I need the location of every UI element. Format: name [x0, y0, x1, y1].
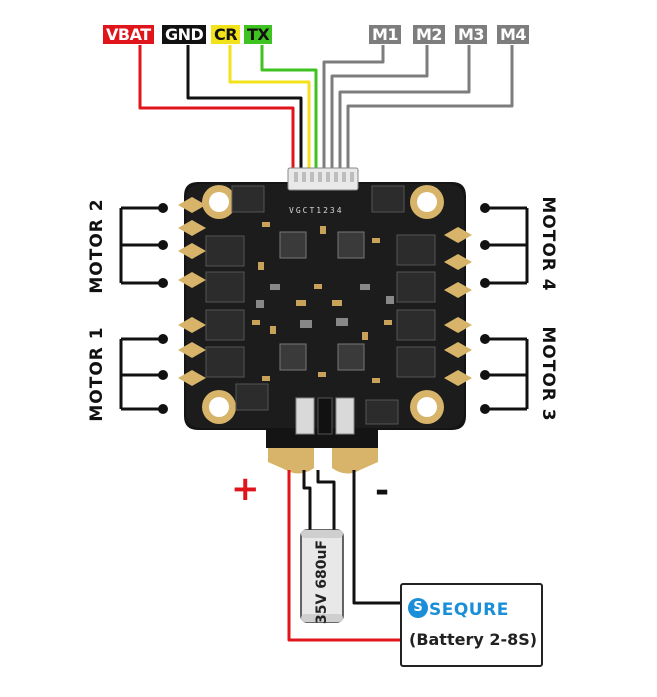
mcu-chips	[279, 231, 365, 371]
mount-hole-tl	[202, 185, 236, 219]
motor3-bracket	[485, 337, 529, 411]
vbat-wire	[138, 45, 295, 168]
negative-lead	[352, 470, 402, 605]
negative-sign: -	[375, 471, 390, 511]
capacitor-label: 35V 680uF	[314, 540, 330, 624]
motor1-dot-1	[158, 334, 168, 344]
motor3-dot-1	[480, 334, 490, 344]
label-tx: TX	[244, 25, 273, 44]
positive-lead	[287, 470, 402, 642]
label-m2: M2	[413, 25, 446, 44]
board-silkscreen: VGCT1234	[289, 206, 344, 215]
sequre-logo-icon: S	[408, 598, 428, 618]
m1-wire	[322, 45, 385, 168]
smd-parts	[256, 284, 394, 328]
m2-wire	[330, 45, 429, 168]
shunt-resistor-3	[317, 397, 333, 435]
label-m1: M1	[369, 25, 402, 44]
label-motor1: MOTOR 1	[87, 326, 107, 422]
motor2-dot-3	[158, 278, 168, 288]
motor1-bracket	[119, 337, 163, 411]
label-m3: M3	[455, 25, 488, 44]
motor3-dot-2	[480, 370, 490, 380]
label-motor4: MOTOR 4	[538, 196, 558, 292]
motor4-bracket	[485, 206, 529, 285]
mount-hole-tr	[410, 185, 444, 219]
mount-hole-bl	[202, 390, 236, 424]
motor2-dot-1	[158, 203, 168, 213]
motor4-dot-2	[480, 240, 490, 250]
m4-wire	[346, 45, 514, 168]
label-motor2: MOTOR 2	[87, 198, 107, 294]
motor1-dot-3	[158, 404, 168, 414]
signal-connector	[287, 167, 359, 191]
motor4-dot-1	[480, 203, 490, 213]
motor1-dot-2	[158, 370, 168, 380]
cr-wire	[228, 45, 311, 168]
cap-lead-positive	[302, 470, 312, 532]
motor-pads-right	[444, 227, 472, 386]
shunt-resistor-2	[335, 397, 355, 435]
battery-brand: SEQURE	[429, 600, 509, 620]
label-cr: CR	[211, 25, 241, 44]
motor4-dot-3	[480, 278, 490, 288]
positive-sign: +	[231, 469, 260, 509]
label-m4: M4	[497, 25, 530, 44]
motor-pads-left	[178, 197, 206, 386]
motor3-dot-3	[480, 404, 490, 414]
esc-board	[178, 167, 472, 474]
label-gnd: GND	[162, 25, 207, 44]
battery-box	[400, 583, 543, 667]
label-vbat: VBAT	[103, 25, 154, 44]
mount-hole-br	[410, 390, 444, 424]
motor2-dot-2	[158, 240, 168, 250]
label-motor3: MOTOR 3	[538, 326, 558, 422]
gnd-wire	[186, 45, 303, 168]
power-pad-negative	[332, 448, 378, 474]
battery-label: (Battery 2-8S)	[409, 630, 538, 649]
mosfets	[205, 185, 436, 425]
shunt-resistor-1	[295, 397, 315, 435]
capacitor	[300, 529, 344, 623]
cap-lead-negative	[316, 470, 336, 532]
power-pad-positive	[268, 448, 314, 474]
passive-components	[252, 222, 392, 383]
tx-wire	[260, 45, 318, 168]
m3-wire	[338, 45, 471, 168]
motor2-bracket	[119, 206, 163, 285]
